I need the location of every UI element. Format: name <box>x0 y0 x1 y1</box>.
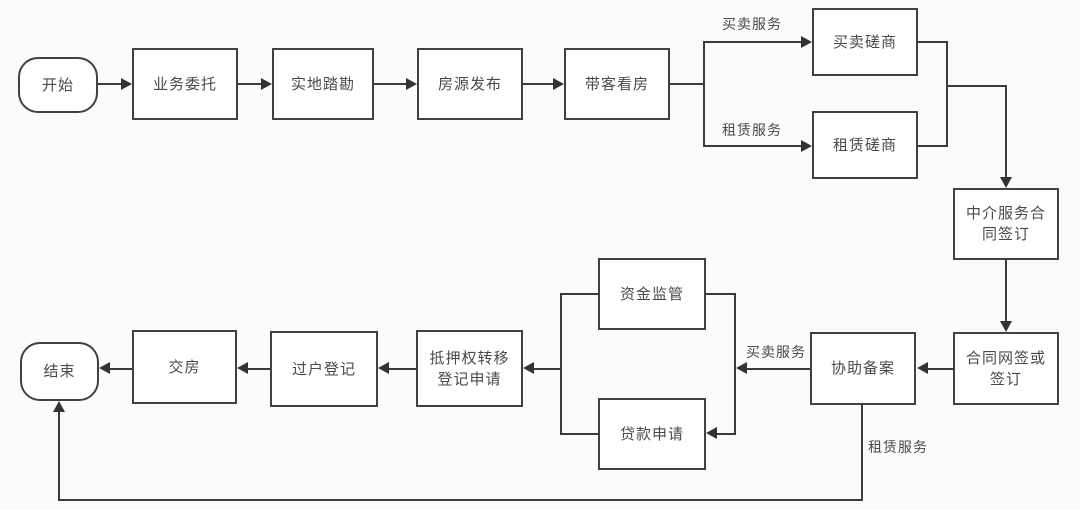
node-sale-negotiation: 买卖磋商 <box>812 8 918 76</box>
node-ownership-transfer: 过户登记 <box>270 331 378 407</box>
edge-publish-showing <box>523 83 557 85</box>
edge-loan-application-merge <box>560 433 599 435</box>
edge-merge-across <box>946 85 1007 87</box>
arrowhead-icon <box>706 427 717 439</box>
node-mortgage-transfer-registration: 抵押权转移登记申请 <box>416 330 523 407</box>
node-agency-contract-sign: 中介服务合同签订 <box>953 188 1059 260</box>
edge-rent-loop-up <box>58 409 60 501</box>
arrowhead-icon <box>523 362 534 374</box>
arrowhead-icon <box>736 362 747 374</box>
node-site-survey: 实地踏勘 <box>272 48 374 120</box>
edge-label-sale-service-top: 买卖服务 <box>722 16 782 32</box>
edge-rent-negotiation-merge <box>918 145 948 147</box>
node-online-contract-sign: 合同网签或签订 <box>953 332 1059 405</box>
edge-record-rent-down <box>861 405 863 501</box>
edge-label-rent-service-bottom: 租赁服务 <box>868 439 928 455</box>
node-business-consign: 业务委托 <box>132 48 238 120</box>
arrowhead-icon <box>99 362 110 374</box>
arrowhead-icon <box>801 140 812 152</box>
arrowhead-icon <box>121 78 132 90</box>
edge-branch-rent-negotiation <box>703 145 804 147</box>
edge-record-sale-junction <box>746 368 810 370</box>
arrowhead-icon <box>1000 177 1012 188</box>
edge-handover-end <box>109 368 132 370</box>
arrowhead-icon <box>261 78 272 90</box>
arrowhead-icon <box>406 78 417 90</box>
node-house-showing: 带客看房 <box>564 48 670 120</box>
edge-mortgage-ownership <box>387 368 416 370</box>
arrowhead-icon <box>801 36 812 48</box>
edge-online-sign-record <box>927 368 954 370</box>
arrowhead-icon <box>553 78 564 90</box>
edge-branch-sale-negotiation <box>703 41 804 43</box>
node-fund-supervision: 资金监管 <box>598 258 706 330</box>
node-start: 开始 <box>18 57 98 113</box>
edge-merge-mortgage <box>532 368 562 370</box>
arrowhead-icon <box>378 362 389 374</box>
edge-showing-branch <box>670 83 705 85</box>
merge-vertical-line <box>946 41 948 147</box>
node-listing-publish: 房源发布 <box>417 48 523 120</box>
arrowhead-icon <box>237 362 248 374</box>
edge-ownership-handover <box>247 368 270 370</box>
node-assist-record: 协助备案 <box>810 332 916 405</box>
edge-rent-loop-bottom <box>58 499 863 501</box>
edge-junction-fund-supervision <box>706 293 736 295</box>
edge-fund-supervision-merge <box>560 293 599 295</box>
edge-junction-loan-application <box>715 433 736 435</box>
branch-vertical-line <box>703 41 705 146</box>
edge-sale-negotiation-merge <box>918 41 948 43</box>
edge-agency-contract-online-sign <box>1005 260 1007 323</box>
node-loan-application: 贷款申请 <box>598 398 706 470</box>
node-end: 结束 <box>20 342 99 401</box>
arrowhead-icon <box>917 362 928 374</box>
edge-label-sale-service-mid: 买卖服务 <box>746 344 806 360</box>
node-rent-negotiation: 租赁磋商 <box>812 111 918 179</box>
sale-junction-vertical-left <box>560 293 562 435</box>
arrowhead-icon <box>1000 321 1012 332</box>
edge-label-rent-service-top: 租赁服务 <box>722 122 782 138</box>
sale-junction-vertical-right <box>734 293 736 435</box>
edge-start-consign <box>98 83 124 85</box>
arrowhead-icon <box>53 401 65 412</box>
node-handover: 交房 <box>132 330 237 404</box>
edge-survey-publish <box>374 83 410 85</box>
edge-consign-survey <box>238 83 265 85</box>
edge-merge-agency-contract <box>1005 85 1007 180</box>
